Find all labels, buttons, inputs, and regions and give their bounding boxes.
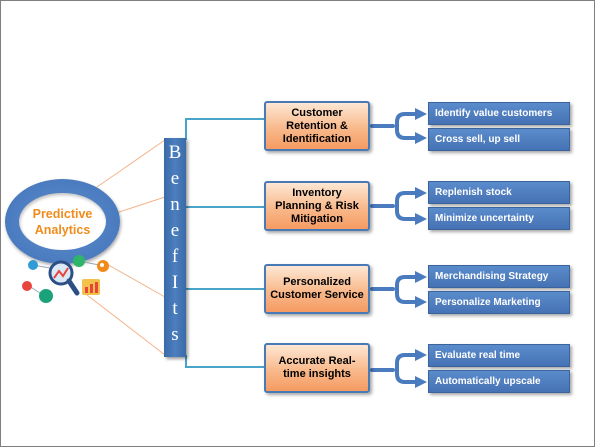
arrow-head (415, 271, 427, 283)
bar-chart-icon (82, 279, 100, 295)
benefits-letter: t (172, 298, 178, 319)
analytics-icon-cluster (22, 255, 109, 303)
benefits-letter: n (170, 194, 180, 215)
bracket-arrow (370, 112, 418, 140)
benefit-item: Personalize Marketing (428, 291, 570, 314)
benefit-item: Identify value customers (428, 102, 570, 125)
benefits-letter: f (171, 246, 179, 267)
benefits-letter: I (171, 272, 179, 293)
arrow-head (415, 213, 427, 225)
benefit-item: Merchandising Strategy (428, 265, 570, 288)
center-title: Predictive Analytics (32, 206, 93, 237)
guide-line (104, 262, 166, 298)
arrow-heads (415, 108, 427, 388)
arrow-head (415, 349, 427, 361)
network-nodes-icon (22, 255, 109, 303)
benefit-item: Replenish stock (428, 181, 570, 204)
arrow-head (415, 296, 427, 308)
arrow-head (415, 132, 427, 144)
benefits-letter: e (170, 168, 180, 189)
benefits-bar: B e n e f I t s (164, 138, 186, 357)
guide-line (96, 139, 166, 188)
benefit-item: Minimize uncertainty (428, 207, 570, 230)
category-box-inventory: Inventory Planning & Risk Mitigation (264, 181, 370, 231)
arrow-head (415, 108, 427, 120)
benefit-item: Cross sell, up sell (428, 128, 570, 151)
benefits-letter: B (168, 142, 182, 163)
benefits-letter: e (170, 220, 180, 241)
magnifier-icon (48, 260, 80, 296)
ring-center: Predictive Analytics (19, 193, 106, 250)
bracket-arrows (370, 112, 418, 384)
guide-line (86, 294, 166, 356)
arrow-head (415, 187, 427, 199)
bracket-arrow (370, 275, 418, 304)
predictive-analytics-ring: Predictive Analytics (5, 179, 120, 264)
benefit-item: Automatically upscale (428, 370, 570, 393)
benefits-letter: s (171, 324, 179, 345)
guide-line (112, 196, 166, 215)
category-box-personalization: Personalized Customer Service (264, 264, 370, 314)
arrow-head (415, 376, 427, 388)
benefit-item: Evaluate real time (428, 344, 570, 367)
bracket-arrow (370, 353, 418, 384)
connector (185, 355, 264, 368)
category-box-retention: Customer Retention & Identification (264, 101, 370, 151)
bracket-arrow (370, 191, 418, 221)
connector (185, 118, 264, 140)
category-box-insights: Accurate Real-time insights (264, 343, 370, 393)
